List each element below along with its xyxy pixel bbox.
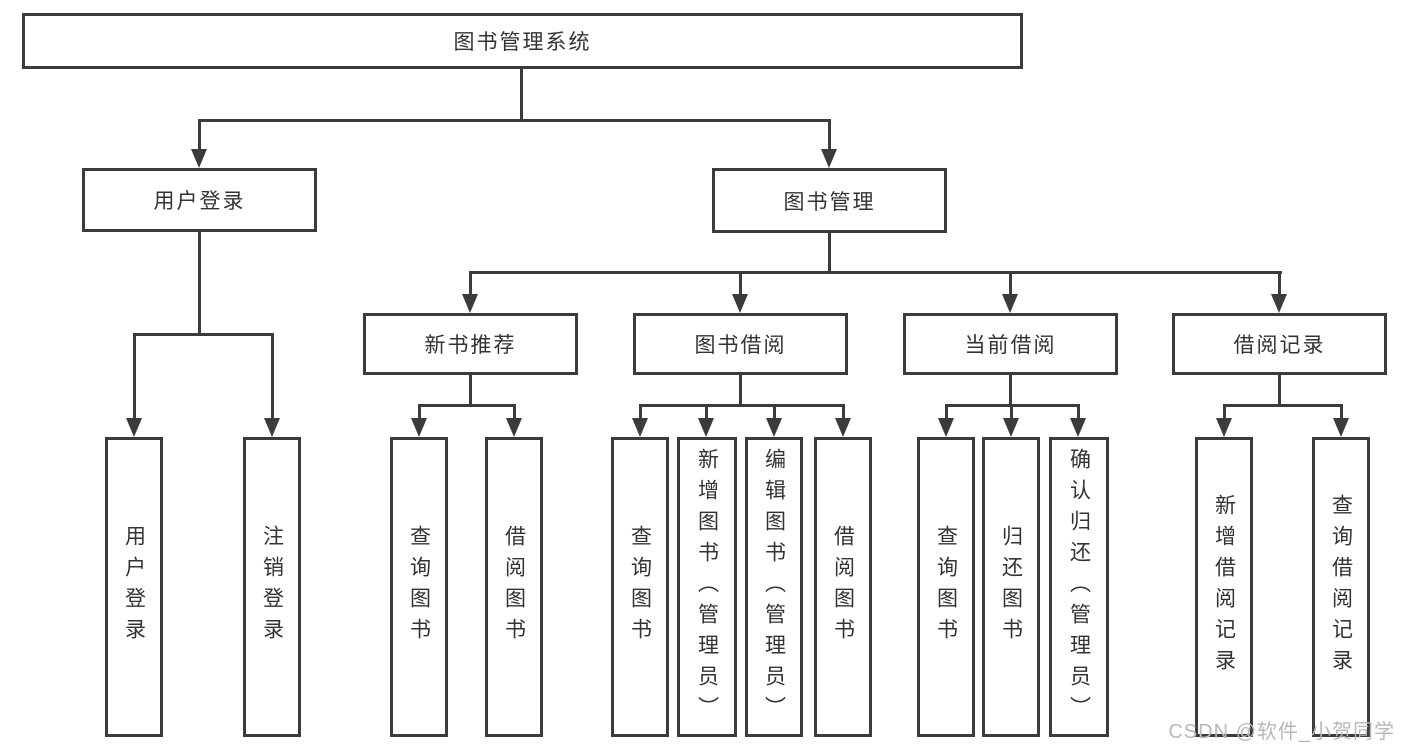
leaf-query-books-recommend: 查询图书	[390, 437, 448, 737]
node-new-book-recommend: 新书推荐	[363, 313, 578, 375]
arrowhead	[1333, 418, 1349, 437]
node-label: 图书借阅	[694, 334, 787, 357]
leaf-add-borrow-record: 新增借阅记录	[1195, 437, 1253, 737]
node-label: 图书管理	[783, 190, 876, 214]
node-label: 借阅记录	[1233, 334, 1326, 357]
edge-to-leaf	[639, 404, 642, 419]
arrowhead	[462, 294, 478, 313]
edge-book-management-stem	[828, 233, 831, 274]
edge-to-leaf-logout	[271, 333, 274, 419]
arrowhead	[191, 149, 207, 168]
edge-to-leaf	[705, 404, 708, 419]
edge-to-leaf	[1340, 404, 1343, 419]
leaf-label: 借阅图书	[502, 525, 526, 649]
leaf-borrow-books-recommend: 借阅图书	[485, 437, 543, 737]
arrowhead	[835, 418, 851, 437]
node-user-login: 用户登录	[82, 168, 317, 232]
edge-to-leaf	[418, 404, 421, 419]
node-book-management: 图书管理	[712, 168, 947, 233]
edge-current-borrowing-stem	[1009, 375, 1012, 407]
leaf-return-books: 归还图书	[982, 437, 1040, 737]
edge-root-stem	[520, 68, 523, 121]
leaf-label: 编辑图书（管理员）	[762, 447, 786, 727]
arrowhead	[506, 418, 522, 437]
edge-to-leaf	[945, 404, 948, 419]
node-book-borrowing: 图书借阅	[633, 313, 848, 375]
leaf-query-borrow-record: 查询借阅记录	[1312, 437, 1370, 737]
arrowhead	[126, 418, 142, 437]
edge-book-management-branch	[469, 271, 1282, 274]
arrowhead	[938, 418, 954, 437]
node-label: 新书推荐	[424, 334, 517, 357]
edge-book-borrowing-stem	[739, 375, 742, 407]
arrowhead	[821, 149, 837, 168]
edge-to-leaf	[513, 404, 516, 419]
leaf-label: 新增借阅记录	[1212, 494, 1236, 680]
edge-to-leaf	[1077, 404, 1080, 419]
arrowhead	[411, 418, 427, 437]
leaf-logout: 注销登录	[243, 437, 301, 737]
node-library-management-system: 图书管理系统	[22, 13, 1023, 69]
arrowhead	[1216, 418, 1232, 437]
leaf-user-login: 用户登录	[105, 437, 163, 737]
edge-to-current-borrowing	[1009, 271, 1012, 295]
edge-to-book-management	[828, 119, 831, 150]
leaf-edit-book-admin: 编辑图书（管理员）	[745, 437, 803, 737]
leaf-label: 查询图书	[628, 525, 652, 649]
edge-book-borrowing-branch	[639, 404, 844, 407]
leaf-label: 确认归还（管理员）	[1067, 447, 1091, 727]
edge-new-book-recommend-stem	[469, 375, 472, 407]
edge-root-branch	[198, 119, 831, 122]
node-borrowing-records: 借阅记录	[1172, 313, 1387, 375]
edge-borrowing-records-stem	[1278, 375, 1281, 407]
arrowhead	[632, 418, 648, 437]
edge-to-leaf-user-login	[133, 333, 136, 419]
arrowhead	[698, 418, 714, 437]
leaf-confirm-return-admin: 确认归还（管理员）	[1049, 437, 1109, 737]
leaf-label: 新增图书（管理员）	[695, 447, 719, 727]
arrowhead	[1003, 418, 1019, 437]
leaf-label: 归还图书	[999, 525, 1023, 649]
edge-to-new-book-recommend	[469, 271, 472, 295]
edge-to-user-login	[198, 119, 201, 150]
edge-new-book-recommend-branch	[418, 404, 516, 407]
arrowhead	[1002, 294, 1018, 313]
edge-to-leaf	[1223, 404, 1226, 419]
node-label: 用户登录	[153, 190, 246, 213]
csdn-watermark: CSDN @软件_小贺同学	[1168, 721, 1395, 743]
leaf-label: 查询借阅记录	[1329, 494, 1353, 680]
arrowhead	[1271, 294, 1287, 313]
leaf-borrow-books-borrowing: 借阅图书	[814, 437, 872, 737]
edge-to-leaf	[1010, 404, 1013, 419]
edge-to-borrowing-records	[1278, 271, 1281, 295]
edge-user-login-branch	[133, 333, 274, 336]
leaf-label: 借阅图书	[831, 525, 855, 649]
leaf-label: 查询图书	[407, 525, 431, 649]
node-label: 当前借阅	[964, 334, 1057, 357]
arrowhead	[1070, 418, 1086, 437]
arrowhead	[264, 418, 280, 437]
leaf-query-books-current: 查询图书	[917, 437, 975, 737]
edge-to-leaf	[773, 404, 776, 419]
leaf-label: 查询图书	[934, 525, 958, 649]
edge-to-book-borrowing	[739, 271, 742, 295]
leaf-label: 用户登录	[122, 525, 146, 649]
edge-to-leaf	[842, 404, 845, 419]
arrowhead	[766, 418, 782, 437]
arrowhead	[732, 294, 748, 313]
leaf-add-book-admin: 新增图书（管理员）	[677, 437, 737, 737]
node-current-borrowing: 当前借阅	[903, 313, 1118, 375]
leaf-query-books-borrowing: 查询图书	[611, 437, 669, 737]
node-label: 图书管理系统	[453, 31, 592, 54]
edge-user-login-stem	[198, 231, 201, 336]
edge-borrowing-records-branch	[1223, 404, 1342, 407]
leaf-label: 注销登录	[260, 525, 284, 649]
